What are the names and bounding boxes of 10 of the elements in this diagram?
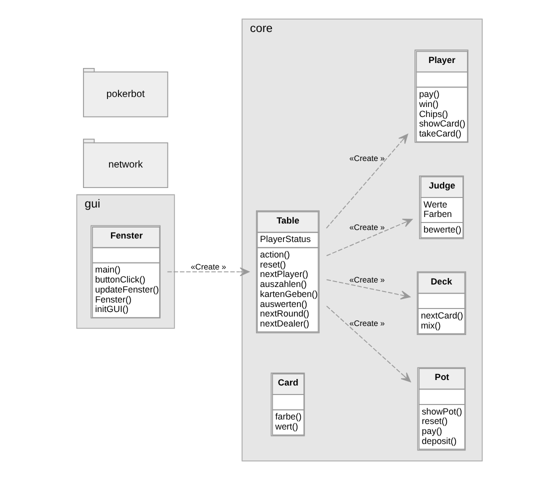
- arrow: [326, 279, 410, 300]
- edge-label: «Create »: [349, 318, 385, 328]
- edge-label: «Create »: [349, 222, 385, 232]
- arrow: [326, 134, 408, 229]
- arrow: [166, 267, 250, 276]
- arrow: [326, 306, 411, 382]
- edge-label: «Create »: [349, 154, 385, 163]
- arrow: [326, 218, 413, 256]
- edge-label: «Create »: [190, 262, 226, 272]
- edge-label: «Create »: [349, 276, 385, 285]
